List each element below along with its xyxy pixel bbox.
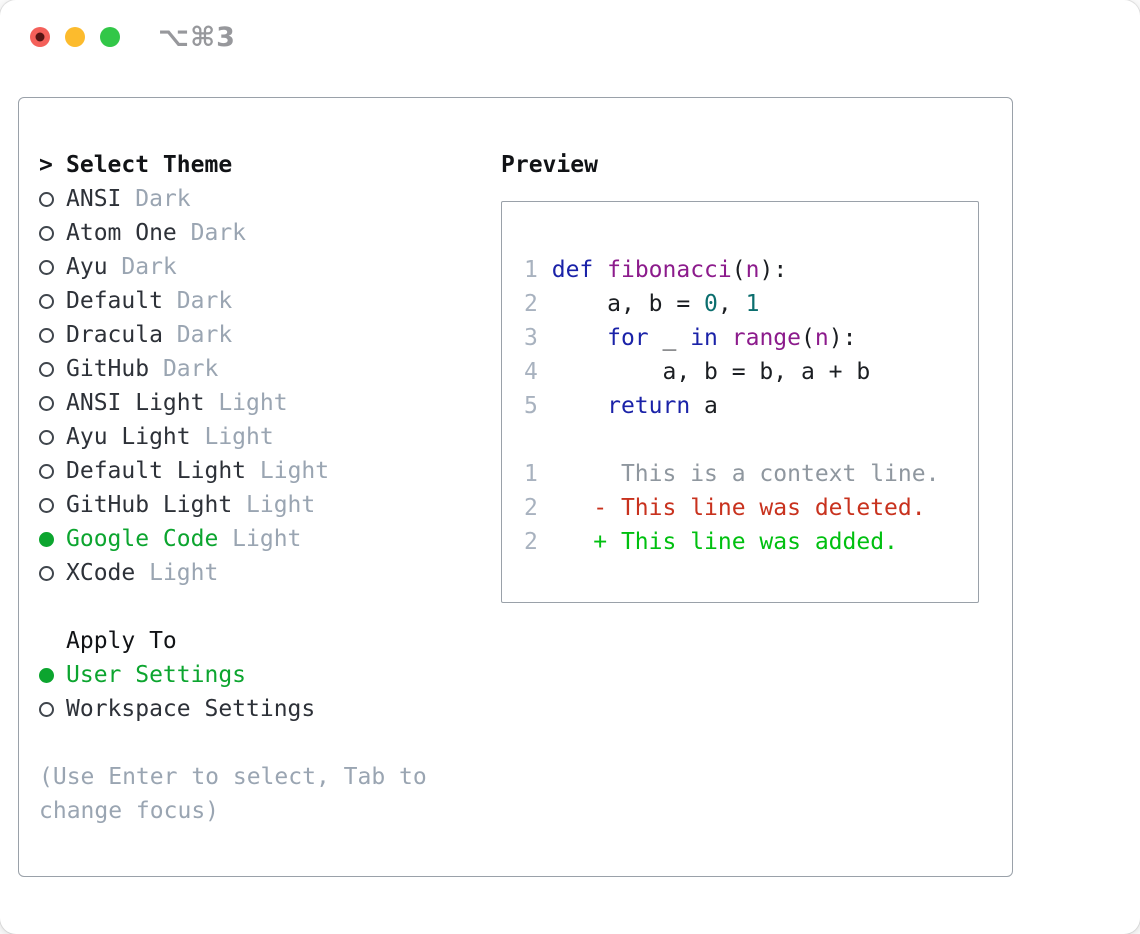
theme-variant-tag: Light — [204, 424, 274, 450]
theme-item-github[interactable]: GitHub Dark — [39, 352, 501, 386]
window-title: ⌥⌘3 — [158, 21, 236, 53]
code-line: 5 return a — [524, 393, 718, 419]
apply-option-label: Workspace Settings — [66, 696, 316, 722]
diff-line-added: 2 + This line was added. — [524, 525, 978, 559]
radio-icon — [39, 293, 54, 309]
traffic-lights — [30, 27, 120, 47]
diff-text: This is a context line. — [551, 461, 940, 487]
theme-name: Default — [66, 288, 177, 314]
title-bar: ⌥⌘3 — [0, 0, 1140, 74]
radio-icon — [39, 327, 54, 343]
select-theme-title: Select Theme — [66, 152, 233, 178]
keyboard-hint: (Use Enter to select, Tab to change focu… — [39, 764, 427, 824]
radio-icon — [39, 565, 54, 581]
close-button[interactable] — [30, 27, 50, 47]
line-number: 2 — [524, 529, 538, 555]
radio-icon — [39, 701, 54, 717]
code-line: 2 a, b = 0, 1 — [524, 291, 760, 317]
apply-option-workspace-settings[interactable]: Workspace Settings — [39, 692, 501, 726]
line-number: 2 — [524, 495, 538, 521]
apply-option-label: User Settings — [66, 662, 247, 688]
apply-option-user-settings[interactable]: User Settings — [39, 658, 501, 692]
radio-icon — [39, 429, 54, 445]
theme-name: ANSI Light — [66, 390, 219, 416]
theme-item-ayu-light[interactable]: Ayu Light Light — [39, 420, 501, 454]
theme-variant-tag: Dark — [176, 288, 233, 314]
line-number: 5 — [524, 393, 538, 419]
minimize-button[interactable] — [65, 27, 85, 47]
theme-variant-tag: Light — [259, 458, 330, 484]
theme-variant-tag: Light — [232, 526, 302, 552]
theme-name: ANSI — [66, 186, 136, 212]
theme-variant-tag: Dark — [190, 220, 247, 246]
radio-icon — [39, 497, 54, 513]
code-line: 4 a, b = b, a + b — [524, 359, 871, 385]
radio-icon — [39, 191, 54, 207]
preview-title: Preview — [501, 152, 598, 178]
theme-item-atom-one[interactable]: Atom One Dark — [39, 216, 501, 250]
blank-line — [524, 423, 978, 457]
theme-variant-tag: Dark — [135, 186, 191, 212]
line-number: 3 — [524, 325, 538, 351]
line-number: 1 — [524, 461, 538, 487]
theme-name: GitHub — [66, 356, 163, 382]
radio-icon — [39, 225, 54, 241]
theme-item-default-light[interactable]: Default Light Light — [39, 454, 501, 488]
code-line: 3 for _ in range(n): — [524, 325, 857, 351]
diff-text: + This line was added. — [551, 529, 898, 555]
theme-variant-tag: Light — [149, 560, 219, 586]
cursor-arrow-icon: > — [39, 152, 53, 178]
diff-line-context: 1 This is a context line. — [524, 457, 978, 491]
theme-name: GitHub Light — [66, 492, 247, 518]
radio-icon — [39, 463, 54, 479]
diff-text: - This line was deleted. — [551, 495, 926, 521]
theme-item-github-light[interactable]: GitHub Light Light — [39, 488, 501, 522]
code-line: 1 def fibonacci(n): — [524, 257, 788, 283]
theme-name: XCode — [66, 560, 150, 586]
theme-name: Ayu Light — [66, 424, 205, 450]
theme-item-ansi-light[interactable]: ANSI Light Light — [39, 386, 501, 420]
theme-item-dracula[interactable]: Dracula Dark — [39, 318, 501, 352]
theme-name: Google Code — [66, 526, 233, 552]
radio-icon — [39, 361, 54, 377]
spacer — [39, 590, 501, 624]
select-theme-header: > Select Theme — [39, 148, 501, 182]
theme-item-google-code[interactable]: Google Code Light — [39, 522, 501, 556]
theme-variant-tag: Dark — [121, 254, 177, 280]
radio-selected-icon — [39, 531, 54, 547]
theme-name: Atom One — [66, 220, 191, 246]
theme-item-ayu[interactable]: Ayu Dark — [39, 250, 501, 284]
theme-variant-tag: Light — [218, 390, 288, 416]
code-preview-box: 1 def fibonacci(n): 2 a, b = 0, 1 3 for _ … — [501, 201, 979, 603]
radio-selected-icon — [39, 667, 54, 683]
theme-variant-tag: Dark — [176, 322, 233, 348]
theme-variant-tag: Light — [246, 492, 316, 518]
theme-item-ansi[interactable]: ANSI Dark — [39, 182, 501, 216]
line-number: 1 — [524, 257, 538, 283]
theme-name: Ayu — [66, 254, 122, 280]
apply-to-heading: Apply To — [66, 628, 177, 654]
zoom-button[interactable] — [100, 27, 120, 47]
diff-line-deleted: 2 - This line was deleted. — [524, 491, 978, 525]
radio-icon — [39, 259, 54, 275]
preview-column: Preview 1 def fibonacci(n): 2 a, b = 0, 1… — [501, 148, 1012, 876]
theme-item-default[interactable]: Default Dark — [39, 284, 501, 318]
theme-item-xcode[interactable]: XCode Light — [39, 556, 501, 590]
line-number: 4 — [524, 359, 538, 385]
theme-variant-tag: Dark — [162, 356, 219, 382]
line-number: 2 — [524, 291, 538, 317]
radio-icon — [39, 395, 54, 411]
theme-name: Dracula — [66, 322, 177, 348]
theme-name: Default Light — [66, 458, 260, 484]
